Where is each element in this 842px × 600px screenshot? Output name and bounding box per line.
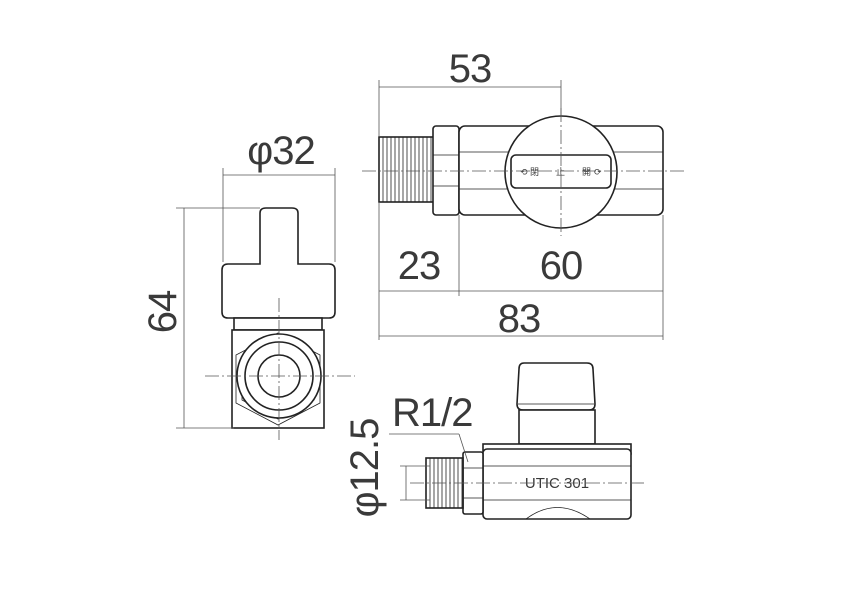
top-thread-lines	[382, 137, 432, 202]
dim-phi32: φ32	[222, 129, 336, 262]
dim-83: 83	[379, 297, 663, 341]
dim-phi125: φ12.5	[343, 419, 430, 518]
dim-23-60: 23 60	[378, 202, 664, 340]
side-hex-nut	[235, 332, 321, 426]
front-handle	[516, 362, 596, 411]
model-marking: UTIC 301	[525, 475, 589, 492]
top-hex	[432, 125, 460, 216]
side-neck	[233, 317, 323, 331]
arrow-left-icon: ⟲	[520, 167, 528, 177]
dim-53: 53	[378, 47, 562, 137]
top-view: ⟲ 閉 止 開 ⟳	[362, 108, 685, 236]
front-stem	[518, 409, 596, 445]
dim-r12-label: R1/2	[392, 391, 473, 435]
arrow-right-icon: ⟳	[594, 167, 602, 177]
svg-text:開: 開	[582, 167, 591, 177]
dim-60-label: 60	[540, 244, 583, 288]
side-handle	[221, 207, 336, 319]
dim-64-label: 64	[141, 290, 185, 333]
front-bottom-arc	[525, 507, 591, 520]
dim-53-label: 53	[449, 47, 492, 91]
svg-text:閉: 閉	[530, 167, 539, 177]
dim-23-label: 23	[398, 244, 441, 288]
dim-r12: R1/2	[389, 391, 474, 463]
dim-phi32-label: φ32	[247, 129, 314, 173]
dim-phi125-label: φ12.5	[343, 419, 387, 518]
svg-text:止: 止	[556, 166, 565, 177]
dim-64: 64	[141, 207, 260, 429]
side-view	[205, 207, 355, 440]
front-view: UTIC 301	[410, 362, 645, 520]
dim-83-label: 83	[498, 297, 541, 341]
